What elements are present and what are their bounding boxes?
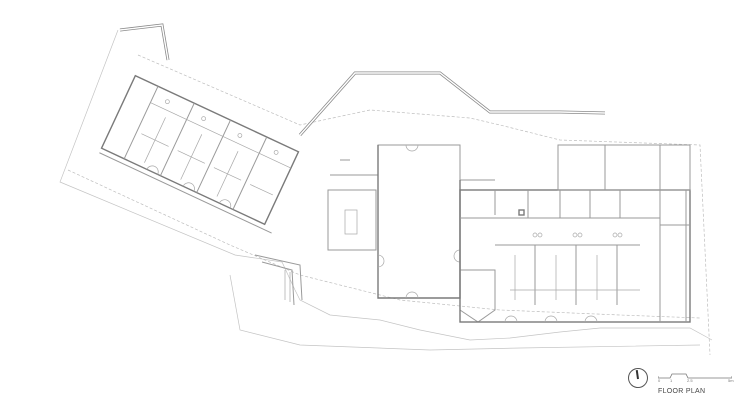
drawing-title: FLOOR PLAN [658, 388, 706, 395]
retaining-walls [119, 23, 606, 136]
scale-labels: 0 1 2.5 5m [658, 378, 734, 383]
west-wing [99, 74, 300, 234]
north-arrow-icon [628, 368, 648, 388]
scale-bar [658, 373, 732, 379]
central-block [327, 144, 496, 323]
ramp [254, 254, 303, 306]
east-wing [459, 144, 691, 323]
site-boundary [59, 29, 713, 356]
legend: 0 1 2.5 5m FLOOR PLAN [628, 366, 738, 406]
